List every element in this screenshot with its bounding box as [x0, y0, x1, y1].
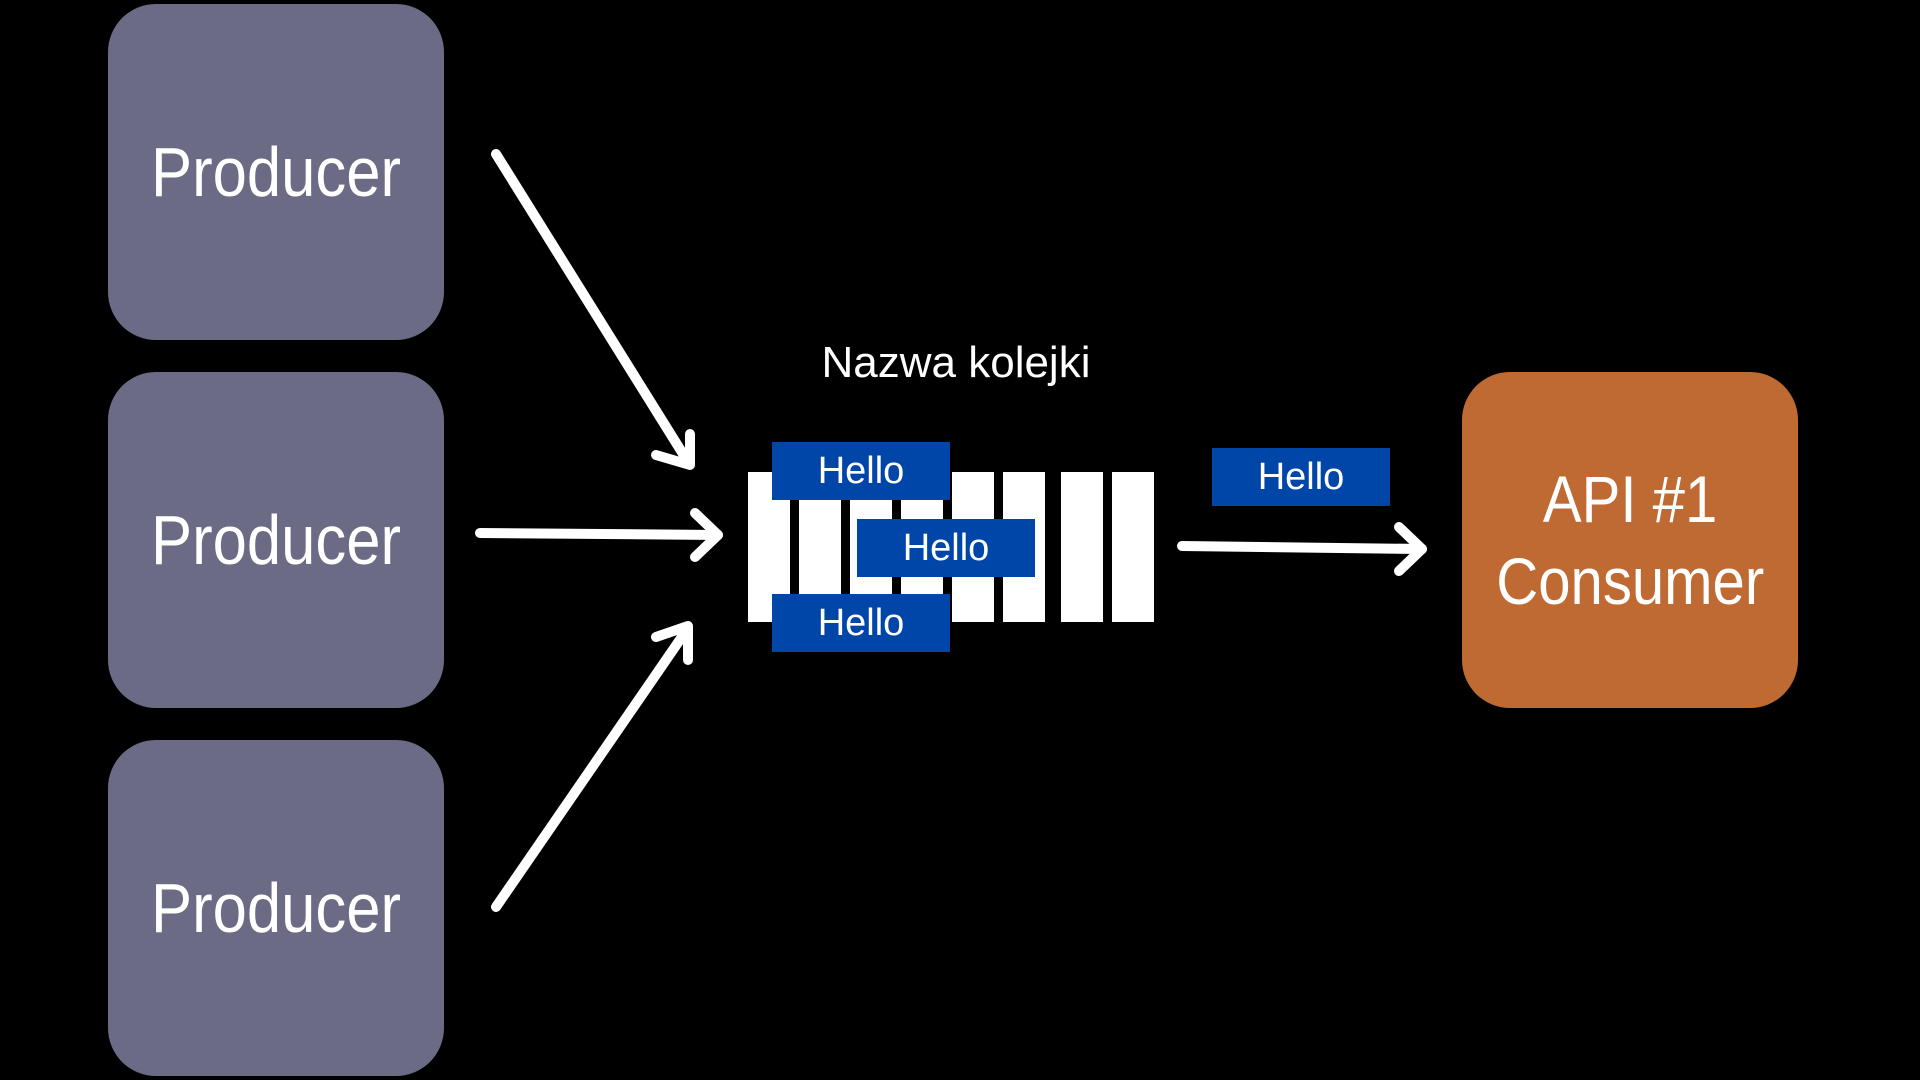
arrow-head [651, 429, 695, 470]
consumer-line-2: Consumer [1496, 544, 1764, 618]
arrow-shaft [491, 149, 693, 467]
producer-label: Producer [151, 133, 401, 211]
queue-slot [1112, 472, 1154, 622]
arrow-queue-to-consumer [1177, 522, 1427, 576]
arrow-head [651, 621, 693, 665]
queue-message-3: Hello [772, 594, 950, 652]
arrow-producer2-to-queue [475, 508, 723, 562]
producer-label: Producer [151, 501, 401, 579]
arrow-head [1394, 522, 1427, 576]
outgoing-message: Hello [1212, 448, 1390, 506]
arrow-shaft [475, 528, 723, 540]
queue-message-2: Hello [857, 519, 1035, 577]
queue-slot [1061, 472, 1103, 622]
producer-box-1: Producer [108, 4, 444, 340]
producer-box-3: Producer [108, 740, 444, 1076]
producer-label: Producer [151, 869, 401, 947]
arrow-head [690, 508, 723, 562]
queue-title: Nazwa kolejki [821, 338, 1091, 387]
producer-box-2: Producer [108, 372, 444, 708]
arrow-shaft [1177, 541, 1427, 554]
arrow-producer3-to-queue [491, 621, 693, 912]
consumer-line-1: API #1 [1542, 462, 1718, 536]
arrow-producer1-to-queue [491, 149, 695, 470]
consumer-box: API #1 Consumer [1462, 372, 1798, 708]
queue-message-1: Hello [772, 442, 950, 500]
arrow-shaft [491, 623, 693, 912]
